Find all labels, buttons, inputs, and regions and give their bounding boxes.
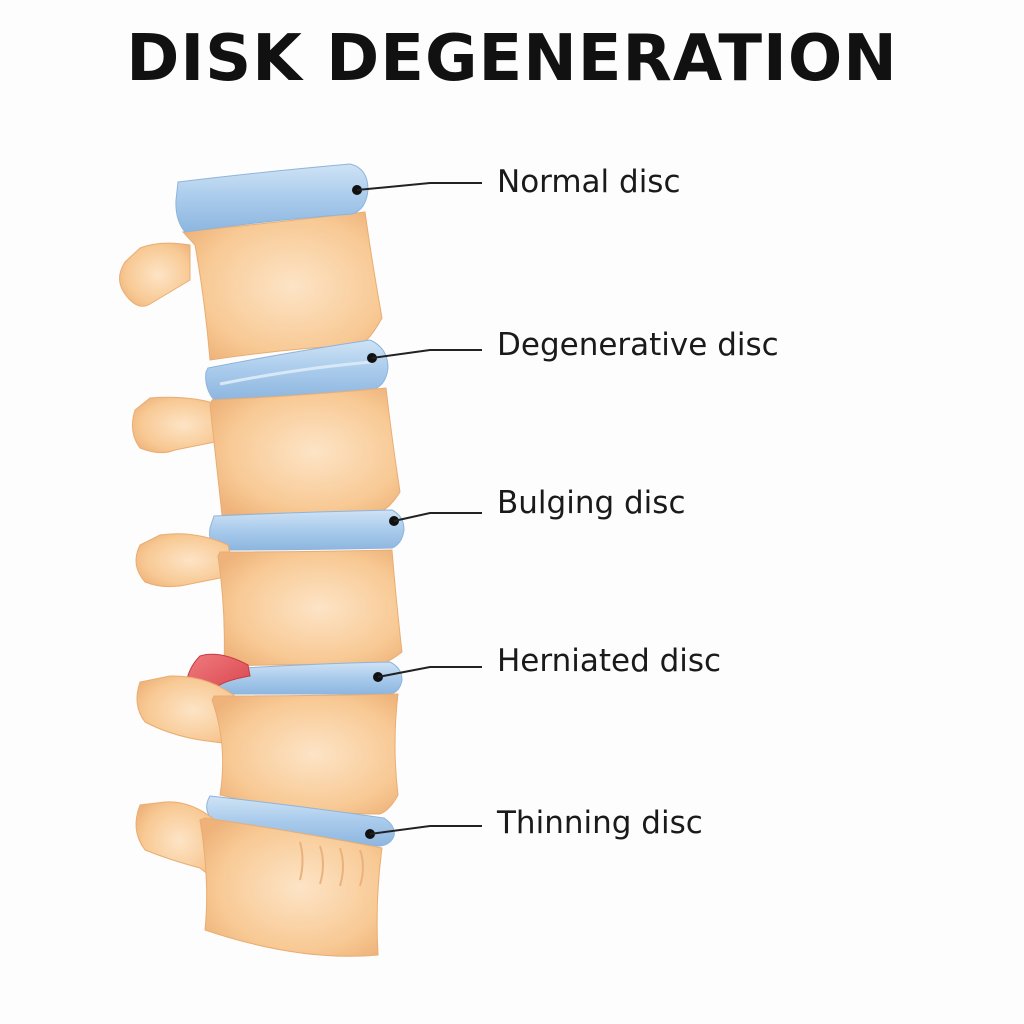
label-herniated-disc: Herniated disc: [497, 643, 722, 679]
normal-disc: [175, 163, 369, 233]
label-normal-disc: Normal disc: [497, 164, 681, 200]
bulging-disc: [209, 509, 405, 551]
label-bulging-disc: Bulging disc: [497, 485, 686, 521]
vertebra-2: [131, 387, 401, 516]
vertebra-4: [136, 675, 399, 815]
label-thinning-disc: Thinning disc: [497, 805, 703, 841]
vertebra-3: [135, 533, 403, 667]
diagram-title: DISK DEGENERATION: [126, 22, 898, 96]
label-degenerative-disc: Degenerative disc: [497, 327, 779, 363]
vertebra-5: [135, 801, 383, 957]
leader-lines: [352, 182, 482, 839]
vertebra-1: [119, 211, 383, 361]
